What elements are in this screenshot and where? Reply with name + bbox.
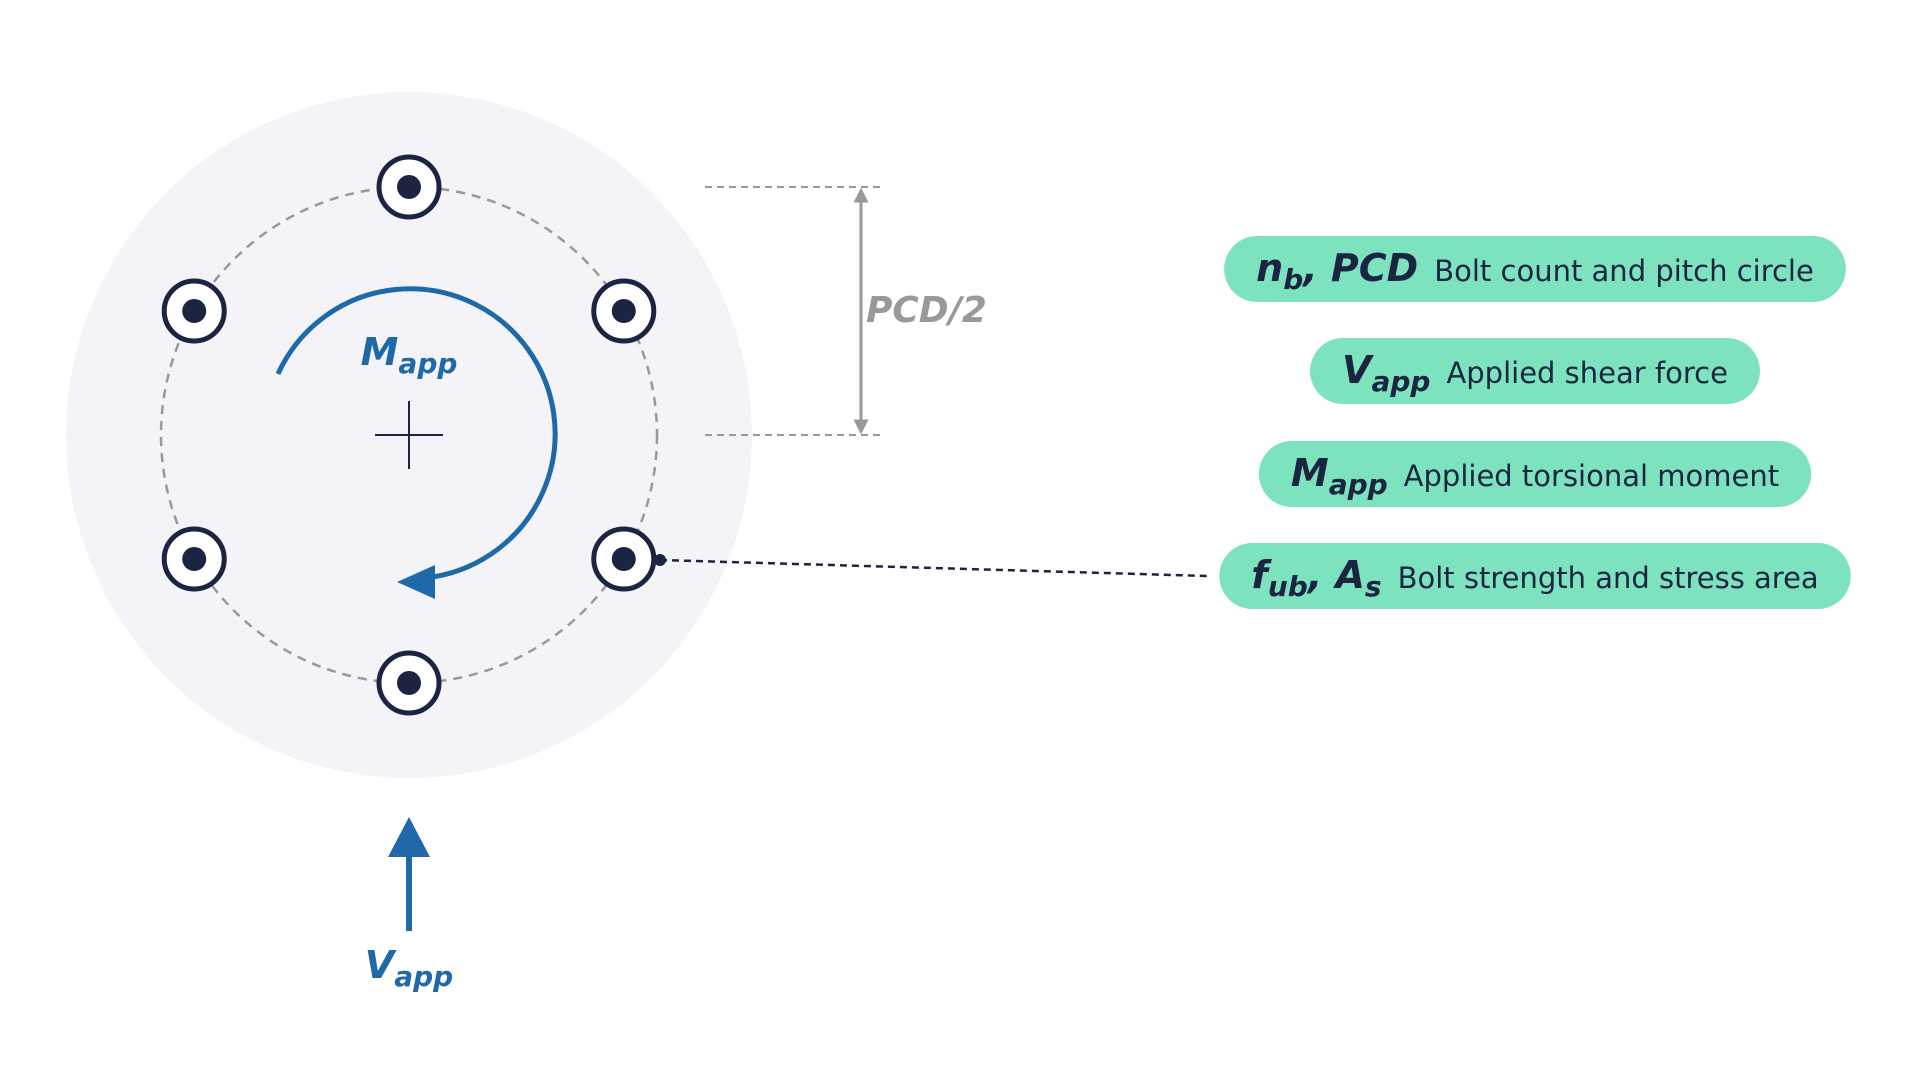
bolt [591,278,657,344]
legend-text: Vapp Applied shear force [1342,348,1728,398]
moment-arrow [275,286,558,581]
dimension-label: PCD/2 [866,290,987,331]
legend-symbol: Mapp [1291,451,1388,501]
bolt-core [397,671,421,695]
legend-pill [1310,338,1760,404]
legend-symbol: nb, PCD [1256,246,1418,296]
legend-pill [1224,236,1846,302]
legend-symbol-subscript: b [1283,263,1303,296]
bolt-core [182,547,207,571]
legend-symbol: Vapp [1342,348,1430,398]
bolt-leader-line [659,558,1208,578]
legend-symbol-part: V [1342,348,1374,392]
legend-symbol-subscript: app [1371,365,1430,398]
legend-item: nb, PCD Bolt count and pitch circle [1224,236,1846,302]
bolt-group [161,154,657,716]
bolt-core [611,547,636,571]
legend-item: fub, As Bolt strength and stress area [1219,543,1851,609]
legend-symbol-part: , A [1306,553,1365,597]
moment-label-main: M [361,330,399,374]
moment-arrowhead [397,565,435,599]
legend-symbol: fub, As [1251,553,1381,603]
legend-symbol-part: n [1256,246,1283,290]
shear-label-main: V [365,943,397,987]
shear-arrowhead [388,817,430,857]
legend-pill [1258,441,1812,507]
centroid-crosshair [375,401,443,469]
bolt-leader-dot [654,554,666,566]
bolt [376,650,442,716]
bolt [591,526,657,592]
legend-description: Bolt count and pitch circle [1434,254,1814,288]
legend-pill [1219,543,1851,609]
legend-symbol-subscript: s [1365,570,1382,603]
bolt-core [182,299,207,323]
shear-label-sub: app [394,960,453,993]
bolt [161,526,227,592]
bolt-core [397,175,421,199]
legend-description: Bolt strength and stress area [1398,561,1819,595]
legend-symbol-part: M [1291,451,1329,495]
legend-item: Vapp Applied shear force [1310,338,1760,404]
legend-symbol-subscript: ub [1268,570,1308,603]
bolt [161,278,227,344]
moment-label-sub: app [398,347,457,380]
legend-symbol-subscript: app [1329,468,1388,501]
bolt-core [611,299,636,323]
legend-text: fub, As Bolt strength and stress area [1251,553,1818,603]
legend-item: Mapp Applied torsional moment [1258,441,1812,507]
legend-symbol-part: , PCD [1301,246,1418,290]
legend-text: Mapp Applied torsional moment [1291,451,1779,501]
bolt [376,154,442,220]
moment-label: Mapp [361,330,458,380]
legend-description: Applied torsional moment [1404,459,1779,493]
legend-text: nb, PCD Bolt count and pitch circle [1256,246,1814,296]
legend-description: Applied shear force [1446,356,1728,390]
shear-label: Vapp [365,943,453,993]
legend-symbol-part: f [1251,553,1272,597]
